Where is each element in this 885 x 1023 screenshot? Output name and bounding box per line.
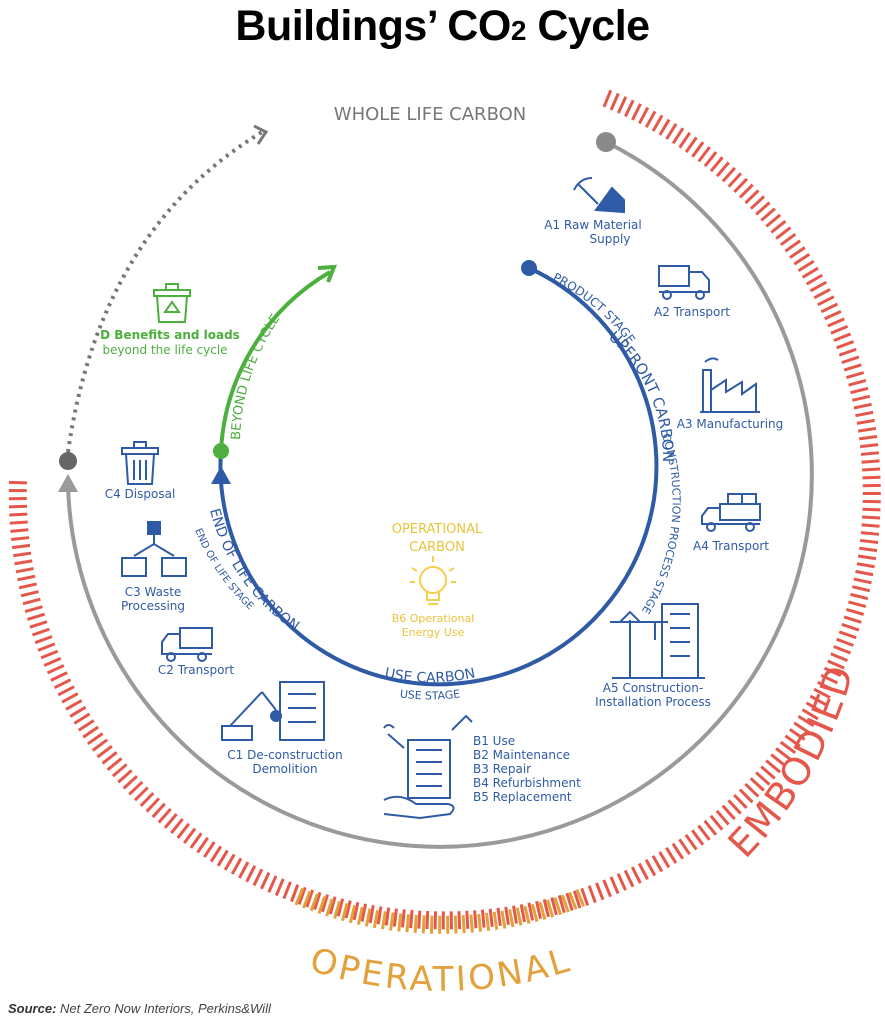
title-text: Buildings’ CO <box>235 2 511 50</box>
truck-icon-c2 <box>161 627 213 662</box>
beyond-green-arc <box>219 270 332 452</box>
a3-label: A3 Manufacturing <box>677 417 784 431</box>
b-item-2: B2 Maintenance <box>473 748 570 762</box>
use-stage-label: USE STAGE <box>399 687 461 702</box>
a5-label-line1: A5 Construction- <box>603 681 703 695</box>
a1-label-line1: A1 Raw Material <box>544 218 641 232</box>
c3-label-line2: Processing <box>121 599 185 613</box>
whole-life-arrowhead <box>58 474 78 492</box>
operational-carbon-line1: OPERATIONAL <box>392 522 483 537</box>
source-label: Source: <box>8 1001 57 1016</box>
green-arrowhead <box>317 264 338 283</box>
demolition-icon <box>221 681 325 741</box>
waste-processing-icon <box>121 521 187 577</box>
d-label-line1: D Benefits and loads <box>100 328 240 342</box>
blue-start-dot <box>521 260 537 276</box>
b-item-3: B3 Repair <box>473 762 531 776</box>
source-credit: Source: Net Zero Now Interiors, Perkins&… <box>8 1001 271 1016</box>
blue-arrowhead <box>211 466 231 484</box>
c4-label: C4 Disposal <box>105 487 176 501</box>
b-item-1: B1 Use <box>473 734 515 748</box>
operational-label: OPERATIONAL <box>306 940 577 1000</box>
factory-icon <box>700 357 760 413</box>
c1-label-line2: Demolition <box>252 762 317 776</box>
building-hand-icon <box>383 714 473 820</box>
mining-icon <box>573 177 625 214</box>
recycle-bin-icon <box>153 283 191 323</box>
green-start-dot <box>213 443 229 459</box>
embodied-dashed-arc <box>8 89 881 930</box>
d-label-line2: beyond the life cycle <box>102 343 227 357</box>
whole-life-gray-arc <box>66 140 814 849</box>
b6-line1: B6 Operational <box>392 612 475 625</box>
truck-icon-a4 <box>701 493 761 532</box>
c3-label-line1: C3 Waste <box>125 585 182 599</box>
trash-bin-icon <box>121 441 159 485</box>
b-item-5: B5 Replacement <box>473 790 572 804</box>
title-subscript: 2 <box>510 15 527 46</box>
title-suffix: Cycle <box>525 2 650 50</box>
inner-blue-arc <box>218 266 659 687</box>
a5-label-line2: Installation Process <box>595 695 711 709</box>
whole-life-start-dot <box>596 132 616 152</box>
source-text: Net Zero Now Interiors, Perkins&Will <box>56 1001 271 1016</box>
whole-life-dotted-arc <box>66 130 264 453</box>
whole-life-label: WHOLE LIFE CARBON <box>334 104 526 125</box>
truck-icon-a2 <box>658 265 710 300</box>
b6-line2: Energy Use <box>402 626 465 639</box>
dotted-start-dot <box>59 452 77 470</box>
a2-label: A2 Transport <box>654 305 730 319</box>
dotted-arrowhead <box>253 124 269 145</box>
crane-building-icon <box>610 603 705 679</box>
a4-label: A4 Transport <box>693 539 769 553</box>
c2-label: C2 Transport <box>158 663 234 677</box>
operational-carbon-line2: CARBON <box>409 540 465 555</box>
a1-label-line2: Supply <box>590 232 631 246</box>
page-title: Buildings’ CO2 Cycle <box>0 2 885 51</box>
use-carbon-label: USE CARBON <box>383 665 476 686</box>
c1-label-line1: C1 De-construction <box>227 748 342 762</box>
lightbulb-icon <box>410 556 456 605</box>
b-item-4: B4 Refurbishment <box>473 776 581 790</box>
